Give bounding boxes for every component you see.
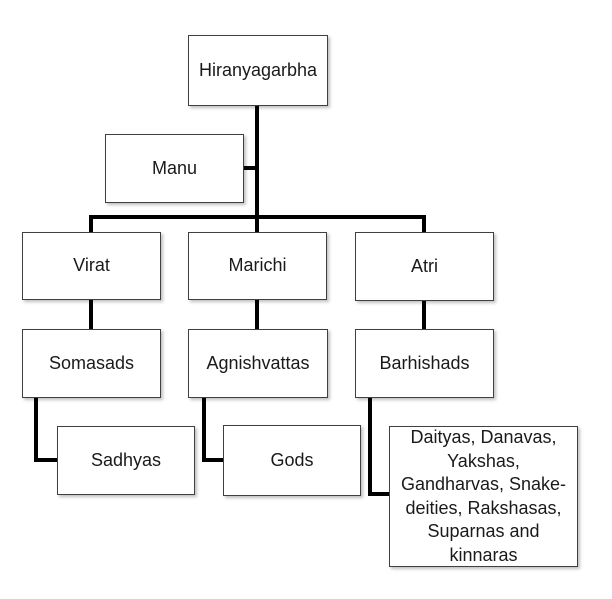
node-atri-label: Atri	[411, 255, 438, 276]
node-agnishvattas-label: Agnishvattas	[206, 352, 310, 373]
node-marichi-label: Marichi	[228, 255, 287, 276]
connector-somasads-sadhyas-horizontal	[34, 458, 57, 462]
node-manu: Manu	[105, 134, 244, 203]
node-manu-label: Manu	[151, 157, 198, 178]
node-somasads-label: Somasads	[48, 352, 135, 373]
node-daityas-danavas-label: Daityas, Danavas, Yakshas, Gandharvas, S…	[400, 427, 567, 565]
connector-bar-virat	[89, 217, 93, 232]
node-sadhyas: Sadhyas	[57, 426, 195, 495]
node-daityas-danavas: Daityas, Danavas, Yakshas, Gandharvas, S…	[389, 426, 578, 567]
node-gods-label: Gods	[270, 449, 314, 470]
connector-virat-somasads	[89, 300, 93, 329]
node-hiranyagarbha-label: Hiranyagarbha	[198, 59, 318, 80]
connector-agnishvattas-gods-vertical	[202, 398, 206, 462]
node-marichi: Marichi	[188, 232, 327, 300]
node-somasads: Somasads	[22, 329, 161, 398]
connector-somasads-sadhyas-vertical	[34, 398, 38, 462]
connector-manu-stub	[244, 166, 257, 170]
node-barhishads: Barhishads	[355, 329, 494, 398]
connector-children-bar	[89, 215, 426, 219]
connector-atri-barhishads	[422, 301, 426, 329]
connector-barhishads-daityas-horizontal	[368, 492, 389, 496]
node-gods: Gods	[223, 425, 361, 496]
connector-hiranyagarbha-trunk	[255, 105, 259, 232]
node-atri: Atri	[355, 232, 494, 301]
node-sadhyas-label: Sadhyas	[90, 449, 162, 470]
connector-bar-atri	[422, 217, 426, 232]
node-virat-label: Virat	[73, 255, 110, 276]
node-virat: Virat	[22, 232, 161, 300]
connector-marichi-agnishvattas	[255, 300, 259, 329]
node-agnishvattas: Agnishvattas	[188, 329, 328, 398]
connector-barhishads-daityas-vertical	[368, 398, 372, 496]
connector-agnishvattas-gods-horizontal	[202, 458, 223, 462]
node-barhishads-label: Barhishads	[379, 352, 470, 373]
node-hiranyagarbha: Hiranyagarbha	[188, 35, 328, 106]
